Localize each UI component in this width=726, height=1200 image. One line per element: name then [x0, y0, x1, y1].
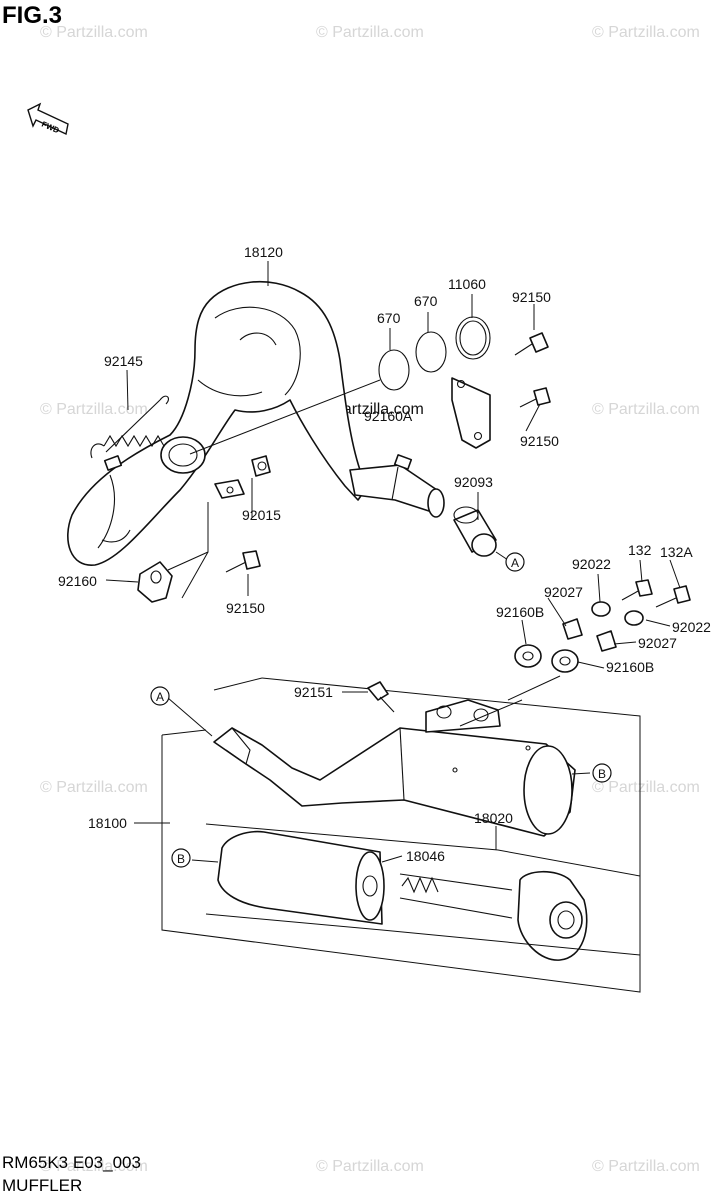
part-label-92160b: 92160B — [606, 659, 654, 675]
bolt-92151 — [367, 681, 395, 713]
watermark: © Partzilla.com — [316, 24, 424, 41]
watermark: © Partzilla.com — [592, 779, 700, 796]
callout-b-label: B — [598, 767, 606, 781]
callout-b-packing: B — [171, 848, 191, 868]
part-label-132: 132 — [628, 542, 652, 558]
callout-a-label: A — [511, 556, 519, 570]
silencer — [213, 699, 576, 837]
exhaust-pipe — [67, 280, 445, 566]
part-label-92027: 92027 — [544, 584, 583, 600]
figure-code: RM65K3 E03_003 — [2, 1153, 141, 1172]
damper-and-gasket — [251, 455, 497, 557]
part-label-92022: 92022 — [672, 619, 711, 635]
spring — [90, 395, 169, 459]
part-label-92160b: 92160B — [496, 604, 544, 620]
callout-a-silencer: A — [150, 686, 170, 706]
part-label-92027: 92027 — [638, 635, 677, 651]
watermark: © Partzilla.com — [40, 1158, 148, 1175]
watermark: © Partzilla.com — [40, 401, 148, 418]
silencer-internals — [217, 830, 588, 961]
bracket — [451, 377, 491, 449]
part-label-92151: 92151 — [294, 684, 333, 700]
callout-a-exhaust: A — [505, 552, 525, 572]
mounting-hardware — [514, 579, 691, 673]
callout-a-label: A — [156, 690, 164, 704]
o-rings — [378, 316, 491, 391]
damper-rubber — [137, 561, 173, 603]
figure-name: MUFFLER — [2, 1176, 83, 1195]
part-label-18100: 18100 — [88, 815, 127, 831]
part-label-92160a: 92160A — [364, 408, 413, 424]
part-label-18020: 18020 — [474, 810, 513, 826]
part-label-92093: 92093 — [454, 474, 493, 490]
watermark: © Partzilla.com — [40, 779, 148, 796]
part-label-92022: 92022 — [572, 556, 611, 572]
watermark: © Partzilla.com — [316, 1158, 424, 1175]
part-label-18120: 18120 — [244, 244, 283, 260]
part-label-92150: 92150 — [226, 600, 265, 616]
part-labels: 18120 670 670 11060 92150 92150 92145 92… — [58, 244, 711, 864]
watermark-group: © Partzilla.com © Partzilla.com © Partzi… — [40, 24, 700, 1175]
callout-b-label: B — [177, 852, 185, 866]
part-label-18046: 18046 — [406, 848, 445, 864]
part-label-670: 670 — [414, 293, 438, 309]
bolts — [225, 332, 551, 573]
part-label-11060: 11060 — [448, 276, 486, 292]
watermark: © Partzilla.com — [592, 24, 700, 41]
forward-arrow-icon: FWD — [27, 102, 69, 135]
part-label-92150: 92150 — [520, 433, 559, 449]
watermark: © Partzilla.com — [592, 401, 700, 418]
part-label-132a: 132A — [660, 544, 693, 560]
part-label-92160: 92160 — [58, 573, 97, 589]
figure-title: FIG.3 — [2, 2, 63, 29]
callout-b-silencer: B — [592, 763, 612, 783]
part-label-670: 670 — [377, 310, 401, 326]
part-label-92150: 92150 — [512, 289, 551, 305]
watermark: © Partzilla.com — [40, 24, 148, 41]
part-label-92145: 92145 — [104, 353, 143, 369]
part-label-92015: 92015 — [242, 507, 281, 523]
watermark: © Partzilla.com — [592, 1158, 700, 1175]
